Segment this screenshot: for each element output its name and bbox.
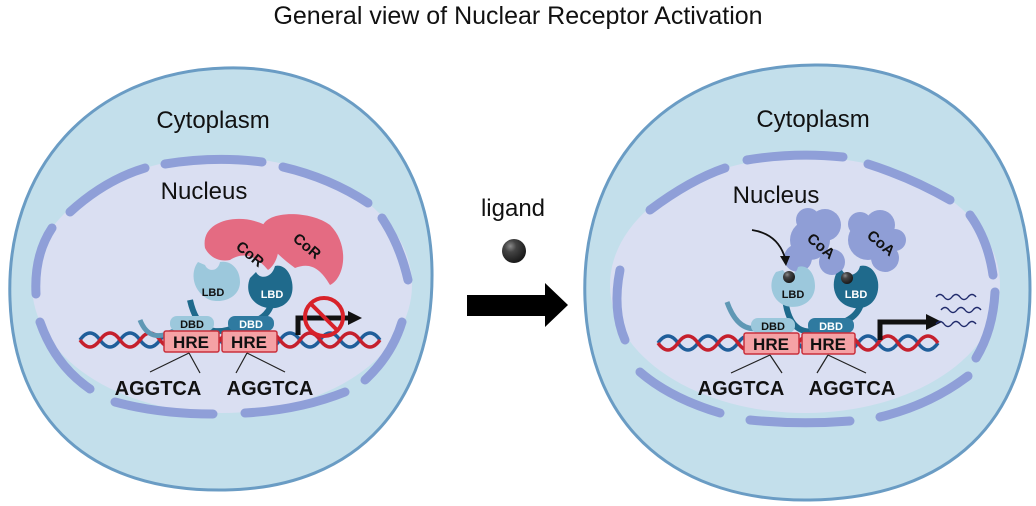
sequence-label-2: AGGTCA xyxy=(809,378,896,400)
transcription-arrow-icon xyxy=(295,315,350,335)
corepressor-2 xyxy=(262,214,344,285)
lbd-light xyxy=(771,266,815,307)
lbd-label-1: LBD xyxy=(782,289,805,301)
hre-label-1: HRE xyxy=(753,335,789,354)
dbd-label-1: DBD xyxy=(761,321,785,333)
arrowhead-icon xyxy=(348,311,362,325)
dbd-label-2: DBD xyxy=(239,319,263,331)
hre-label-2: HRE xyxy=(810,335,846,354)
nucleus-label: Nucleus xyxy=(733,182,820,209)
dbd-2 xyxy=(228,316,274,331)
lbd-label-2: LBD xyxy=(261,289,284,301)
dbd-label-2: DBD xyxy=(819,321,843,333)
hre-1 xyxy=(743,332,800,355)
sequence-label-1: AGGTCA xyxy=(115,378,202,400)
corepressor-1 xyxy=(204,218,279,270)
binding-arrow-icon xyxy=(751,229,786,259)
prohibited-icon xyxy=(303,296,345,338)
binding-arrowhead-icon xyxy=(780,256,790,266)
lbd-dark xyxy=(248,265,293,309)
nuclear-envelope xyxy=(612,150,1000,428)
activation-arrow-icon xyxy=(467,283,568,327)
arrowhead-icon xyxy=(926,314,942,330)
hre-label-1: HRE xyxy=(173,333,209,352)
leader-lines xyxy=(730,354,867,374)
hre-1 xyxy=(163,330,220,353)
bound-ligand-icon xyxy=(841,272,853,284)
ligand-label: ligand xyxy=(481,195,545,222)
lbd-light xyxy=(193,261,240,302)
hre-2 xyxy=(221,330,278,353)
dbd-1 xyxy=(170,316,214,331)
bound-ligand-icon xyxy=(783,271,795,283)
leader-lines xyxy=(149,352,286,374)
coactivator-2 xyxy=(848,210,906,272)
lbd-label-2: LBD xyxy=(845,289,868,301)
ligand-icon xyxy=(502,239,526,263)
hre-label-2: HRE xyxy=(231,333,267,352)
cytoplasm-label: Cytoplasm xyxy=(756,106,869,133)
dbd-2 xyxy=(808,318,854,333)
nuclear-envelope xyxy=(31,154,413,419)
coactivator-1 xyxy=(784,208,845,275)
nucleus-label: Nucleus xyxy=(161,178,248,205)
left-cell: Cytoplasm Nucleus CoR CoR LBD LBD DBD DB… xyxy=(8,66,434,492)
dbd-label-1: DBD xyxy=(180,319,204,331)
mrna-transcripts-icon xyxy=(935,293,982,328)
transcription-arrow-icon xyxy=(877,319,928,340)
sequence-label-1: AGGTCA xyxy=(698,378,785,400)
right-cell: Cytoplasm Nucleus CoA CoA LBD LBD xyxy=(583,63,1032,502)
cytoplasm-label: Cytoplasm xyxy=(156,107,269,134)
dbd-1 xyxy=(751,318,795,333)
figure-title: General view of Nuclear Receptor Activat… xyxy=(273,2,763,30)
hre-2 xyxy=(801,332,856,355)
sequence-label-2: AGGTCA xyxy=(227,378,314,400)
lbd-label-1: LBD xyxy=(202,287,225,299)
